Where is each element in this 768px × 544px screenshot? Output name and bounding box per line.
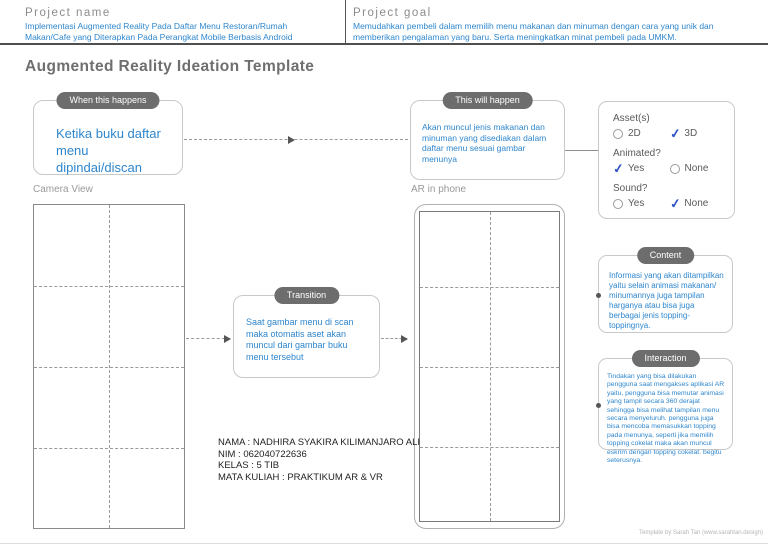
- dashed-connector: [186, 338, 230, 339]
- animated-label: Animated?: [613, 148, 661, 159]
- phone-grid-vline: [489, 212, 491, 521]
- student-course: MATA KULIAH : PRAKTIKUM AR & VR: [218, 471, 383, 483]
- project-goal-section: Project goal Memudahkan pembeli dalam me…: [353, 7, 753, 42]
- option-sound-none-label: None: [684, 198, 709, 209]
- camera-grid-vline: [109, 205, 110, 528]
- interaction-badge: Interaction: [631, 350, 700, 367]
- this-will-happen-badge: This will happen: [442, 92, 533, 109]
- when-this-happens-badge: When this happens: [56, 92, 160, 109]
- project-name-section: Project name Implementasi Augmented Real…: [25, 7, 335, 42]
- assets-label: Asset(s): [613, 113, 650, 124]
- checkmark-icon: ✓: [668, 124, 682, 142]
- student-name: NAMA : NADHIRA SYAKIRA KILIMANJARO ALI: [218, 437, 421, 448]
- radio-unchecked-icon: [613, 128, 623, 139]
- checkmark-icon: ✓: [668, 194, 682, 212]
- dashed-connector: [184, 139, 408, 140]
- option-sound-none[interactable]: ✓ None: [668, 194, 727, 212]
- option-2d-label: 2D: [628, 128, 641, 139]
- student-class: KELAS : 5 TIB: [218, 460, 280, 471]
- dashed-connector: [381, 338, 407, 339]
- option-animated-yes-label: Yes: [627, 163, 645, 174]
- option-3d-label: 3D: [684, 128, 698, 139]
- project-goal-label: Project goal: [353, 7, 432, 19]
- project-goal-value: Memudahkan pembeli dalam memilih menu ma…: [353, 21, 714, 42]
- checkmark-icon: ✓: [612, 159, 625, 177]
- camera-view-label: Camera View: [33, 184, 93, 195]
- option-sound-yes-label: Yes: [628, 198, 645, 209]
- when-this-happens-box: When this happens Ketika buku daftar men…: [33, 92, 183, 175]
- student-nim: NIM : 062040722636: [218, 448, 307, 460]
- asset-options-row: 2D ✓ 3D: [613, 124, 727, 142]
- project-name-label: Project name: [25, 7, 111, 19]
- option-2d[interactable]: 2D: [613, 128, 670, 139]
- content-box: Content Informasi yang akan ditampilkan …: [596, 247, 733, 333]
- option-animated-yes[interactable]: ✓ Yes: [612, 159, 670, 177]
- sound-options-row: Yes ✓ None: [613, 194, 727, 212]
- when-this-happens-text: Ketika buku daftar menu dipindai/discan: [56, 126, 161, 175]
- page-title: Augmented Reality Ideation Template: [25, 58, 315, 75]
- camera-grid-hline: [34, 286, 184, 287]
- interaction-box: Interaction Tindakan yang bisa dilakukan…: [596, 350, 733, 464]
- option-sound-yes[interactable]: Yes: [613, 198, 670, 209]
- phone-grid-hline: [420, 367, 559, 368]
- camera-grid-hline: [34, 367, 184, 368]
- interaction-text: Tindakan yang bisa dilakukan pengguna sa…: [607, 373, 725, 465]
- camera-grid-hline: [34, 448, 184, 449]
- transition-text: Saat gambar menu di scan maka otomatis a…: [246, 317, 354, 362]
- solid-connector: [565, 150, 598, 151]
- connector-dot: [596, 403, 601, 408]
- student-info: NAMA : NADHIRA SYAKIRA KILIMANJARO ALI N…: [218, 437, 420, 483]
- template-watermark: Template by Sarah Tan (www.sarahtan.desi…: [639, 530, 763, 536]
- this-will-happen-box: This will happen Akan muncul jenis makan…: [410, 92, 565, 180]
- connector-dot: [596, 293, 601, 298]
- radio-unchecked-icon: [613, 198, 623, 209]
- transition-box: Transition Saat gambar menu di scan maka…: [233, 287, 380, 378]
- phone-grid-hline: [420, 447, 559, 448]
- content-text: Informasi yang akan ditampilkan yaitu se…: [609, 271, 724, 330]
- sound-label: Sound?: [613, 183, 648, 194]
- phone-screen: [419, 211, 560, 522]
- option-animated-none-label: None: [684, 163, 709, 174]
- camera-view-frame: [33, 204, 185, 529]
- header: Project name Implementasi Augmented Real…: [0, 0, 768, 45]
- phone-frame: [414, 204, 565, 529]
- radio-unchecked-icon: [669, 163, 680, 174]
- option-animated-none[interactable]: None: [669, 163, 727, 174]
- ar-in-phone-label: AR in phone: [411, 184, 467, 195]
- asset-panel: Asset(s) 2D ✓ 3D Animated? ✓ Yes None So…: [598, 101, 735, 219]
- phone-grid-hline: [420, 287, 559, 288]
- content-badge: Content: [636, 247, 695, 264]
- header-divider: [345, 0, 346, 43]
- animated-options-row: ✓ Yes None: [612, 159, 727, 177]
- arrow-right-icon: [224, 335, 231, 343]
- option-3d[interactable]: ✓ 3D: [668, 124, 727, 142]
- this-will-happen-text: Akan muncul jenis makanan dan minuman ya…: [422, 122, 547, 164]
- arrow-right-icon: [288, 136, 295, 144]
- arrow-right-icon: [401, 335, 408, 343]
- transition-badge: Transition: [273, 287, 340, 304]
- project-name-value: Implementasi Augmented Reality Pada Daft…: [25, 21, 293, 42]
